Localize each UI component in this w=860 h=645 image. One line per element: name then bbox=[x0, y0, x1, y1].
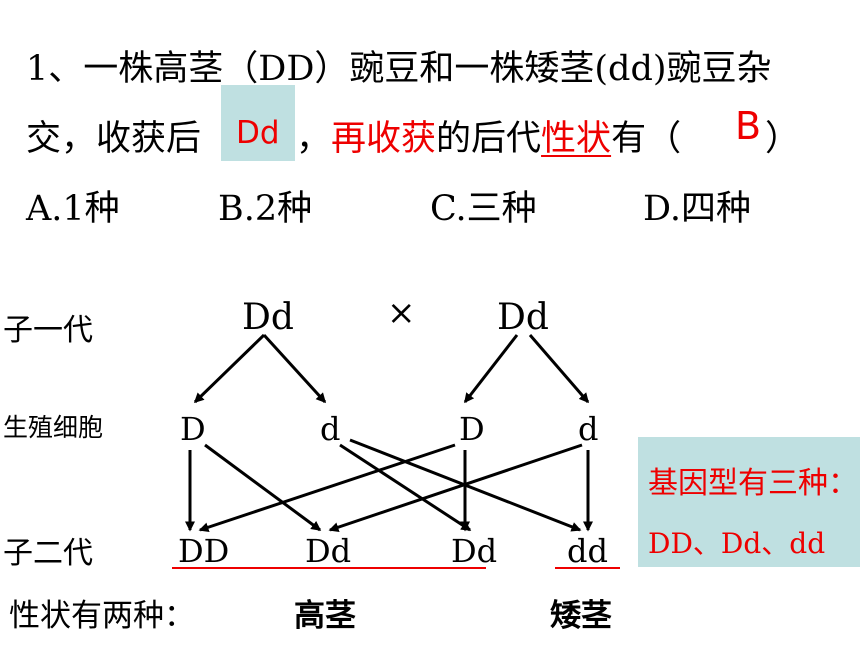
offspring-3: Dd bbox=[451, 532, 498, 570]
arrow-p2-d bbox=[528, 334, 590, 404]
offspring-1: DD bbox=[178, 532, 230, 570]
parent-genotype-2: Dd bbox=[497, 297, 549, 338]
offspring-text: 的后代 bbox=[436, 119, 542, 159]
question-line-2: 交，收获后 bbox=[26, 110, 201, 161]
question-line-1: 1、一株高茎（DD）豌豆和一株矮茎(dd)豌豆杂 bbox=[26, 49, 772, 89]
row-label-gametes: 生殖细胞 bbox=[3, 413, 104, 442]
genotype-box-title: 基因型有三种： bbox=[648, 466, 858, 501]
arrow-g3-DD bbox=[198, 443, 456, 533]
option-b: B.2种 bbox=[218, 189, 313, 229]
comma: ， bbox=[296, 119, 332, 159]
phenotype-dwarf: 矮茎 bbox=[550, 598, 612, 634]
phenotype-label: 性状有两种： bbox=[9, 598, 195, 634]
genotype-box-values: DD、Dd、dd bbox=[648, 527, 826, 560]
choice-answer: B bbox=[735, 104, 762, 148]
cross-symbol: × bbox=[387, 293, 416, 333]
question-line-2-rest: ，再收获的后代性状有（ bbox=[296, 110, 681, 161]
option-c: C.三种 bbox=[430, 189, 537, 229]
phenotype-tall: 高茎 bbox=[294, 598, 356, 634]
row-label-f1: 子一代 bbox=[3, 313, 93, 348]
option-d: D.四种 bbox=[643, 189, 751, 229]
row-label-f2: 子二代 bbox=[3, 536, 93, 571]
option-a: A.1种 bbox=[26, 189, 120, 229]
close-paren: ） bbox=[765, 119, 801, 159]
trait-text: 性状 bbox=[541, 119, 612, 159]
gamete-1: D bbox=[180, 410, 206, 448]
arrow-g1-Dd bbox=[204, 443, 322, 532]
gamete-4: d bbox=[578, 410, 599, 448]
offspring-4: dd bbox=[567, 532, 608, 570]
offspring-2: Dd bbox=[305, 532, 352, 570]
has-text: 有（ bbox=[611, 119, 682, 159]
arrow-p1-D bbox=[193, 333, 266, 404]
genotype-box bbox=[638, 437, 860, 567]
gamete-3: D bbox=[459, 410, 485, 448]
parent-genotype-1: Dd bbox=[242, 297, 294, 338]
arrow-p2-D bbox=[463, 334, 519, 404]
question-text-part: 交，收获后 bbox=[26, 119, 202, 159]
blank-answer-box bbox=[221, 85, 295, 161]
gamete-2: d bbox=[320, 410, 341, 448]
reharvest-text: 再收获 bbox=[331, 119, 437, 159]
blank-answer: Dd bbox=[236, 115, 280, 151]
arrow-g4-Dd bbox=[328, 443, 583, 533]
arrow-g2-Dd bbox=[339, 443, 472, 532]
arrow-p1-d bbox=[262, 333, 327, 404]
